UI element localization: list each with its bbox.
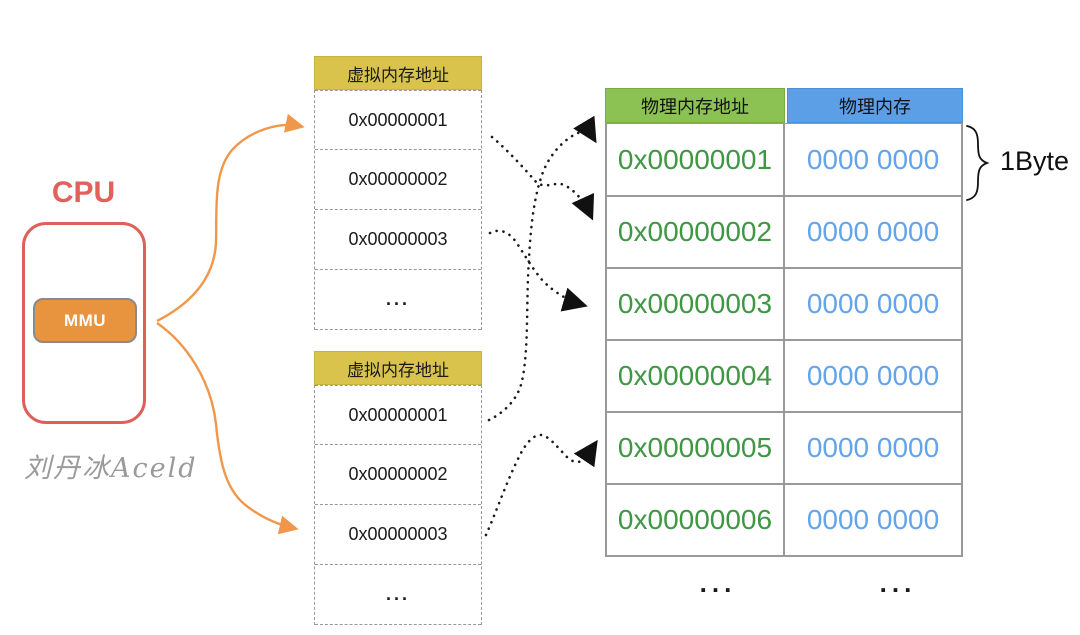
physical-table-row: 0x00000004 0000 0000 — [607, 339, 961, 411]
physical-memory-ellipsis: ... — [879, 568, 917, 598]
vt1-row1-to-physical-row2-arrow — [490, 135, 595, 221]
physical-value-cell: 0000 0000 — [806, 360, 940, 391]
byte-brace — [966, 125, 990, 201]
physical-address-cell: 0x00000004 — [607, 341, 785, 411]
virtual-address-table-2: 虚拟内存地址 0x00000001 0x00000002 0x00000003 … — [314, 351, 482, 625]
virtual-address-cell: 0x00000002 — [315, 445, 481, 505]
virtual-table-1-rows: 0x00000001 0x00000002 0x00000003 ... — [314, 90, 482, 330]
physical-value-cell: 0000 0000 — [806, 504, 940, 535]
physical-value-cell: 0000 0000 — [806, 432, 940, 463]
vt2-row3-to-physical-row5-arrow — [484, 433, 598, 537]
physical-address-cell: 0x00000003 — [607, 269, 785, 339]
virtual-table-2-header: 虚拟内存地址 — [314, 351, 482, 385]
physical-table-row: 0x00000003 0000 0000 — [607, 267, 961, 339]
physical-address-ellipsis: ... — [699, 568, 737, 598]
watermark-signature: 刘丹冰Aceld — [24, 453, 198, 484]
physical-address-cell: 0x00000002 — [607, 197, 785, 267]
physical-table-row: 0x00000006 0000 0000 — [607, 483, 961, 555]
virtual-address-ellipsis: ... — [315, 270, 481, 330]
virtual-address-cell: 0x00000003 — [315, 505, 481, 565]
mmu-to-virtual-table-2-arrow — [156, 322, 299, 535]
virtual-address-cell: 0x00000001 — [315, 385, 481, 445]
cpu-title: CPU — [51, 176, 116, 209]
virtual-address-cell: 0x00000001 — [315, 90, 481, 150]
physical-table-header: 物理内存地址 物理内存 — [605, 88, 963, 123]
physical-address-cell: 0x00000001 — [607, 124, 785, 195]
curly-brace-icon — [966, 125, 990, 201]
physical-address-cell: 0x00000005 — [607, 413, 785, 483]
physical-value-cell: 0000 0000 — [806, 288, 940, 319]
vt1-row3-to-physical-row3-arrow — [488, 229, 588, 312]
vt2-row1-to-physical-row1-arrow — [487, 115, 597, 422]
physical-table-row: 0x00000002 0000 0000 — [607, 195, 961, 267]
physical-value-cell: 0000 0000 — [806, 143, 940, 175]
virtual-address-table-1: 虚拟内存地址 0x00000001 0x00000002 0x00000003 … — [314, 56, 482, 330]
physical-address-cell: 0x00000006 — [607, 485, 785, 555]
virtual-address-ellipsis: ... — [315, 565, 481, 625]
physical-memory-header: 物理内存 — [787, 88, 963, 123]
virtual-table-2-rows: 0x00000001 0x00000002 0x00000003 ... — [314, 385, 482, 625]
physical-table-row: 0x00000005 0000 0000 — [607, 411, 961, 483]
physical-table-body: 0x00000001 0000 0000 0x00000002 0000 000… — [605, 123, 963, 557]
physical-table-row: 0x00000001 0000 0000 — [607, 123, 961, 195]
physical-value-cell: 0000 0000 — [806, 216, 940, 247]
virtual-table-1-header: 虚拟内存地址 — [314, 56, 482, 90]
physical-address-header: 物理内存地址 — [605, 88, 785, 123]
cpu-box: MMU — [22, 222, 146, 424]
mmu-box: MMU — [33, 298, 137, 343]
virtual-address-cell: 0x00000002 — [315, 150, 481, 210]
physical-memory-table: 物理内存地址 物理内存 0x00000001 0000 0000 0x00000… — [605, 88, 963, 557]
byte-size-label: 1Byte — [1000, 146, 1070, 176]
mmu-to-virtual-table-1-arrow — [156, 113, 305, 323]
virtual-address-cell: 0x00000003 — [315, 210, 481, 270]
